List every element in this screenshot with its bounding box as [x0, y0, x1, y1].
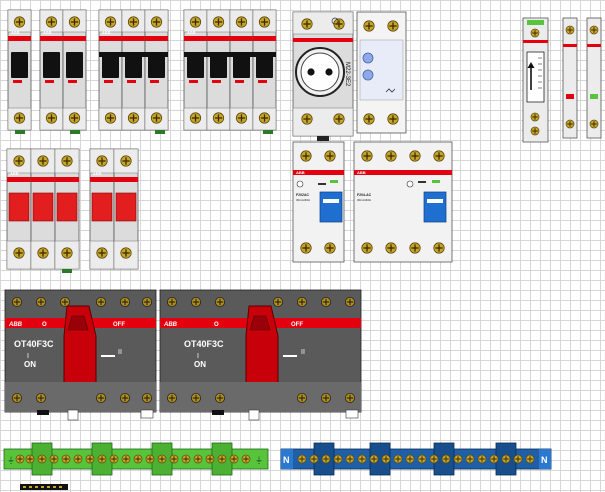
isolator-1-model: OT40F3C — [14, 339, 54, 349]
mcb-4-brand: ABB — [187, 30, 196, 35]
mcb-red-3-pole: ABB — [7, 149, 79, 273]
mcb-red-3-brand: ABB — [10, 171, 19, 176]
mcb-2-brand: ABB — [43, 30, 52, 35]
isolator-2-brand: ABB — [163, 322, 178, 328]
mcb-2-pole: ABB — [40, 10, 86, 134]
isolator-1-brand: ABB — [8, 322, 23, 328]
isolator-2-model: OT40F3C — [184, 339, 224, 349]
rcd-2-rating: 30mA/40A — [296, 198, 310, 202]
mcb-red-2-brand: ABB — [93, 171, 102, 176]
mcb-1-pole: ABB — [8, 10, 31, 134]
isolator-1-ii-label: II — [118, 349, 122, 356]
mcb-1-brand: ABB — [11, 30, 20, 35]
isolator-2-o-label: O — [214, 322, 219, 328]
mcb-red-2-pole: ABB — [90, 149, 138, 269]
mcb-3-pole: ABB — [99, 10, 168, 134]
isolator-1-off-label: OFF — [113, 322, 125, 328]
isolator-1-o-label: O — [42, 322, 47, 328]
neutral-terminal-bar: N N — [280, 442, 552, 476]
isolator-switch-1: ABB O OFF OT40F3C I ON II — [4, 289, 157, 421]
rcd-4-model: F204-AC — [357, 193, 372, 197]
rcd-2-model: F202AC — [296, 193, 310, 197]
rcd-2-brand: ABB — [296, 170, 305, 175]
narrow-module-red-indicator — [562, 17, 578, 139]
isolator-2-off-label: OFF — [291, 322, 303, 328]
isolator-1-on-label: ON — [24, 360, 36, 369]
rcd-4-pole: ABB F204-AC 30mA/40A — [353, 141, 453, 263]
neutral-bar-right-mark: N — [541, 455, 548, 465]
isolator-2-i-label: I — [197, 353, 199, 360]
isolator-2-on-label: ON — [194, 360, 206, 369]
earth-bar-right-mark: ⏚ — [255, 456, 263, 465]
din-socket-outlet: M22-3E2 — [292, 11, 354, 141]
earth-bar-left-mark: ⏚ — [7, 456, 15, 465]
rcd-4-rating: 30mA/40A — [357, 198, 371, 202]
earth-terminal-bar: ⏚ ⏚ — [3, 442, 269, 476]
timer-relay-module — [356, 11, 407, 134]
isolator-switch-2: ABB O OFF OT40F3C I ON II — [159, 289, 362, 421]
rcd-4-brand: ABB — [357, 170, 366, 175]
din-rail-strip — [20, 484, 68, 490]
narrow-module-green-indicator — [586, 17, 602, 139]
surge-arrester-module — [522, 17, 549, 143]
mcb-4-pole: ABB — [184, 10, 276, 134]
isolator-2-ii-label: II — [301, 349, 305, 356]
socket-model: M22-3E2 — [344, 62, 350, 87]
isolator-1-i-label: I — [27, 353, 29, 360]
neutral-bar-left-mark: N — [283, 455, 290, 465]
rcd-2-pole: ABB F202AC 30mA/40A — [292, 141, 345, 263]
mcb-3-brand: ABB — [102, 30, 111, 35]
